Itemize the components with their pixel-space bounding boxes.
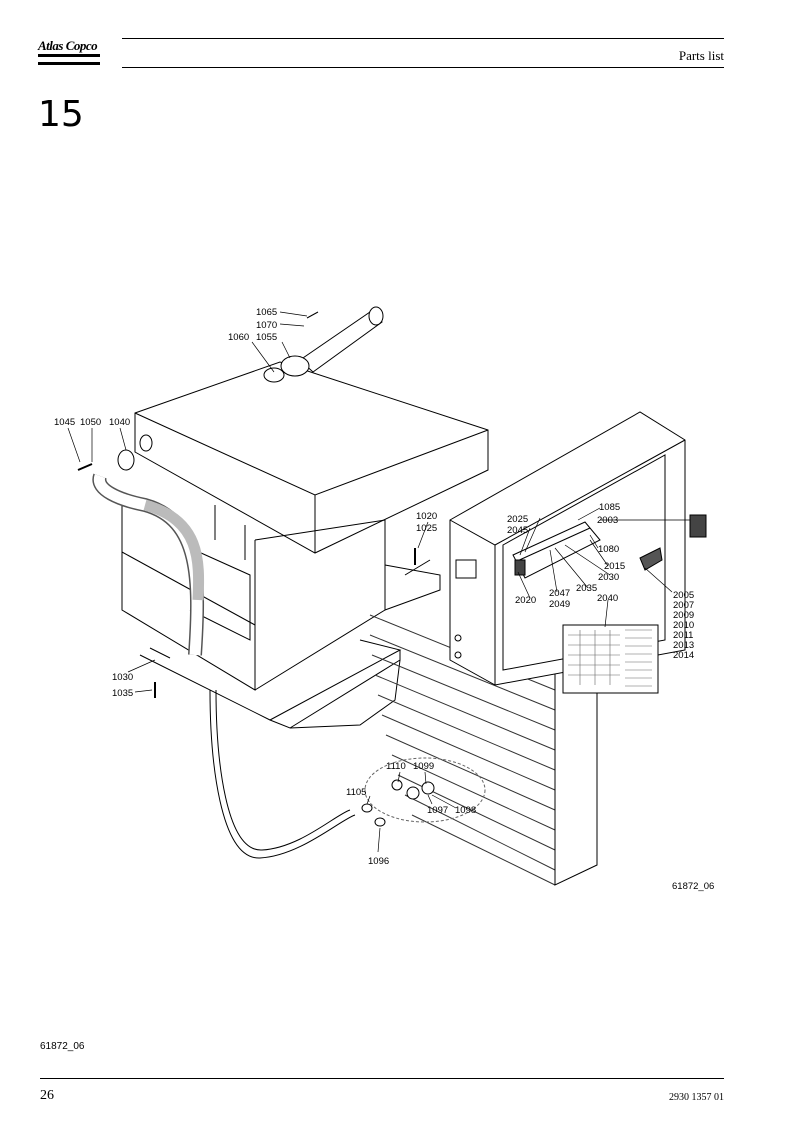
label-1045: 1045 — [54, 417, 75, 428]
label-2049: 2049 — [549, 599, 570, 610]
logo-bar-lower — [38, 62, 100, 65]
label-2045: 2045 — [507, 525, 528, 536]
label-1060: 1060 — [228, 332, 249, 343]
label-1025: 1025 — [416, 523, 437, 534]
label-1099: 1099 — [413, 761, 434, 772]
logo-bar-upper — [38, 54, 100, 57]
document-number: 2930 1357 01 — [669, 1092, 724, 1103]
label-1040: 1040 — [109, 417, 130, 428]
label-1110: 1110 — [386, 761, 406, 772]
label-1055: 1055 — [256, 332, 277, 343]
label-2011: 2011 — [673, 630, 693, 641]
label-2014: 2014 — [673, 650, 694, 661]
atlas-copco-logo: Atlas Copco — [38, 38, 100, 68]
page-number: 26 — [40, 1088, 54, 1103]
label-2007: 2007 — [673, 600, 694, 611]
figure-ref: 61872_06 — [672, 881, 714, 892]
label-1096: 1096 — [368, 856, 389, 867]
label-1050: 1050 — [80, 417, 101, 428]
label-2040: 2040 — [597, 593, 618, 604]
label-1070: 1070 — [256, 320, 277, 331]
label-2035: 2035 — [576, 583, 597, 594]
label-1020: 1020 — [416, 511, 437, 522]
page-title: Parts list — [678, 48, 724, 63]
label-1080: 1080 — [598, 544, 619, 555]
label-2020: 2020 — [515, 595, 536, 606]
label-1097: 1097 — [427, 805, 448, 816]
label-2010: 2010 — [673, 620, 694, 631]
exploded-parts-diagram: 1065 1070 1060 1055 1045 1050 1040 1020 … — [54, 306, 714, 892]
brand-name: Atlas Copco — [38, 38, 98, 53]
label-1085: 1085 — [599, 502, 620, 513]
label-1098: 1098 — [455, 805, 476, 816]
footer-rule — [40, 1078, 724, 1079]
section-number: 15 — [38, 94, 84, 135]
label-2025: 2025 — [507, 514, 528, 525]
label-1030: 1030 — [112, 672, 133, 683]
label-2013: 2013 — [673, 640, 694, 651]
label-2009: 2009 — [673, 610, 694, 621]
label-2005: 2005 — [673, 590, 694, 601]
label-1105: 1105 — [346, 787, 366, 798]
drawing-reference: 61872_06 — [40, 1041, 85, 1052]
label-2015: 2015 — [604, 561, 625, 572]
label-1065: 1065 — [256, 307, 277, 318]
label-2030: 2030 — [598, 572, 619, 583]
label-1035: 1035 — [112, 688, 133, 699]
label-2047: 2047 — [549, 588, 570, 599]
header-rule-bottom — [122, 67, 724, 68]
header-rule-top — [122, 38, 724, 39]
label-2003: 2003 — [597, 515, 618, 526]
